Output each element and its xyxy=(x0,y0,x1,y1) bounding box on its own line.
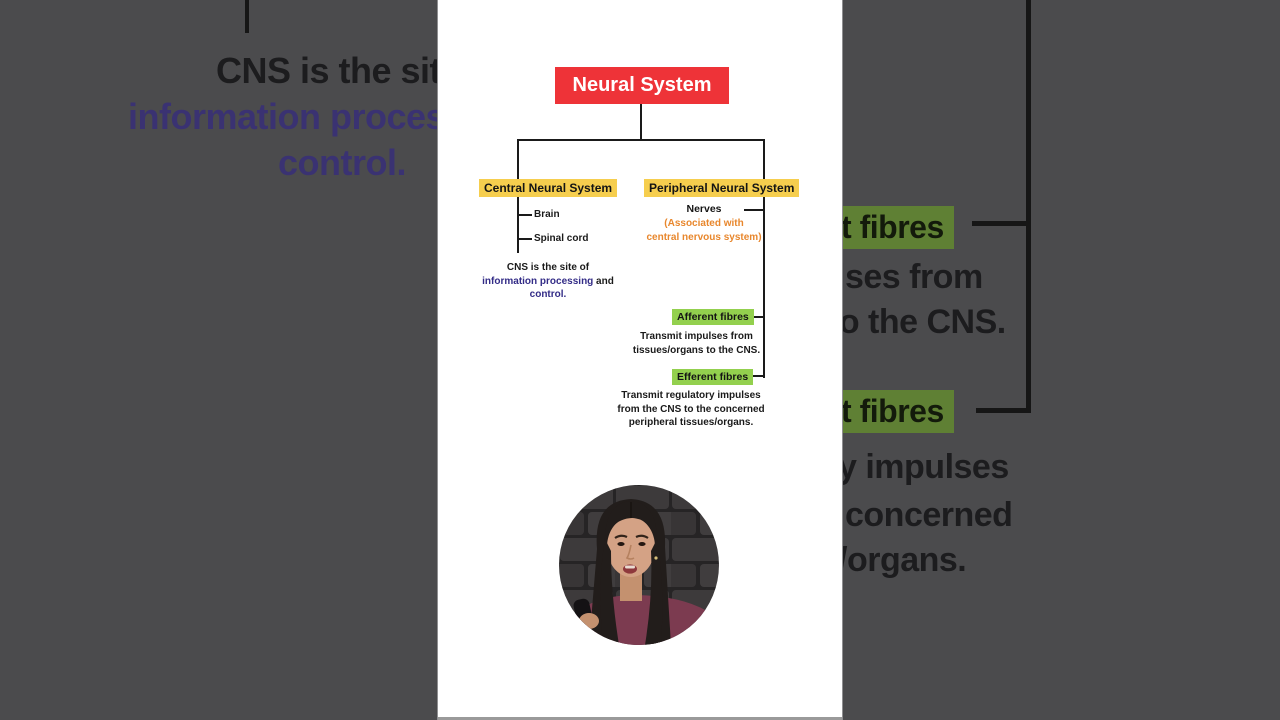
connector-left-branch xyxy=(517,197,519,253)
connector-horizontal xyxy=(517,139,765,141)
nerves-note-line1: (Associated with xyxy=(664,218,744,229)
central-system-label: Central Neural System xyxy=(479,179,618,197)
bg-text-fragment: CNS is the site xyxy=(216,50,461,91)
nerves-node: Nerves xyxy=(686,203,722,215)
spinal-cord-item: Spinal cord xyxy=(534,233,589,244)
presenter-hand xyxy=(579,613,599,629)
cns-note-line1: CNS is the site of xyxy=(506,262,590,273)
bg-text-fragment: information process xyxy=(128,96,465,137)
cns-note-line3: control. xyxy=(529,289,567,300)
efferent-desc-line1: Transmit regulatory impulses xyxy=(621,390,761,401)
bg-connector-line-left xyxy=(245,0,249,33)
bg-text-fragment: lses from xyxy=(836,258,983,296)
hair-strand-right xyxy=(645,539,663,645)
teeth xyxy=(625,565,635,569)
cns-note: CNS is the site of information processin… xyxy=(468,261,628,302)
nerves-note: (Associated with central nervous system) xyxy=(634,217,774,245)
afferent-description: Transmit impulses from tissues/organs to… xyxy=(624,330,769,357)
connector-left-drop xyxy=(517,139,519,181)
cns-note-line2: information processing and xyxy=(468,275,628,289)
video-panel: Neural System Central Neural System Peri… xyxy=(437,0,843,720)
presenter-hairline xyxy=(604,501,658,547)
bg-text-fragment: y impulses xyxy=(838,448,1009,486)
eyebrow-left xyxy=(614,534,628,539)
earring xyxy=(654,556,658,560)
efferent-description: Transmit regulatory impulses from the CN… xyxy=(601,389,781,430)
efferent-desc-line3: peripheral tissues/organs. xyxy=(628,417,754,428)
bg-text-fragment: control. xyxy=(278,142,407,183)
bg-tick-efferent xyxy=(976,408,1031,413)
peripheral-system-label: Peripheral Neural System xyxy=(644,179,800,197)
efferent-desc-line2: from the CNS to the concerned xyxy=(617,403,765,415)
bg-tick-afferent xyxy=(972,221,1026,226)
connector-stem xyxy=(640,104,642,140)
bg-text-fragment: /organs. xyxy=(838,541,967,579)
bg-connector-line-right xyxy=(1026,0,1031,413)
connector-right-branch xyxy=(763,197,765,378)
brain-item: Brain xyxy=(534,209,560,220)
spinal-cord-tick xyxy=(519,238,532,240)
bg-text-fragment: concerned xyxy=(845,496,1013,534)
cns-note-highlight: information processing xyxy=(482,275,594,287)
afferent-fibres-label: Afferent fibres xyxy=(672,309,754,325)
nerves-tick xyxy=(744,209,763,211)
presenter-avatar xyxy=(559,485,719,645)
efferent-fibres-label: Efferent fibres xyxy=(672,369,754,385)
connector-right-drop xyxy=(763,139,765,181)
presenter-avatar-graphic xyxy=(559,485,719,645)
presenter-neck xyxy=(620,569,642,601)
afferent-tick xyxy=(747,316,763,318)
bg-text-fragment: to the CNS. xyxy=(828,303,1006,341)
eyebrow-right xyxy=(635,534,649,539)
afferent-desc-line1: Transmit impulses from xyxy=(640,331,753,342)
eye-left xyxy=(617,542,625,546)
nose xyxy=(625,544,635,560)
hair-strand-left xyxy=(600,539,619,645)
diagram-title: Neural System xyxy=(555,67,729,104)
nerves-note-line2: central nervous system) xyxy=(646,232,762,243)
cns-note-rest: and xyxy=(593,275,614,287)
afferent-desc-line2: tissues/organs to the CNS. xyxy=(632,344,761,356)
eye-right xyxy=(638,542,646,546)
panel-bottom-edge xyxy=(438,717,842,720)
brain-tick xyxy=(519,214,532,216)
efferent-tick xyxy=(747,375,763,377)
